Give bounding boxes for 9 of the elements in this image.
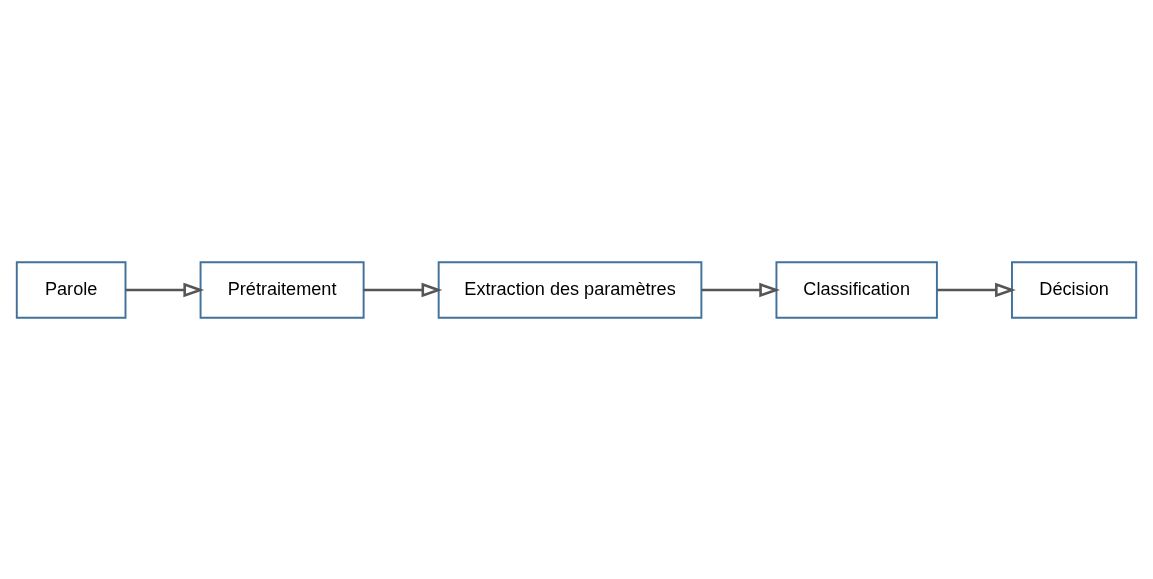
arrow: [125, 282, 205, 297]
node-box: Classification: [775, 260, 938, 319]
arrow: [937, 282, 1016, 297]
arrow: [363, 282, 443, 297]
node-box: Prétraitement: [199, 260, 365, 319]
node-box: Décision: [1011, 260, 1138, 319]
node-box: Parole: [15, 260, 127, 319]
node-box: Extraction des paramètres: [437, 260, 703, 319]
arrow: [701, 282, 780, 297]
